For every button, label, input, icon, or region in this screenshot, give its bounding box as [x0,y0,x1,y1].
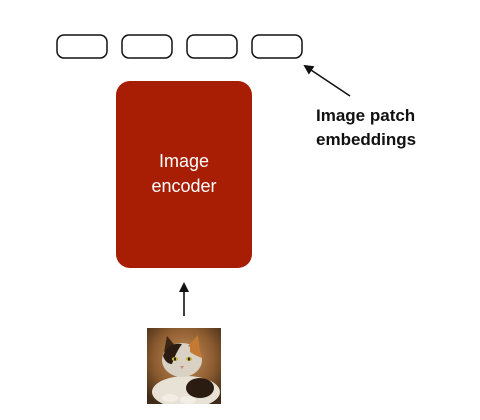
cat-photo [147,328,221,404]
patch-embedding [121,34,173,59]
annotation-line1: Image patch [316,106,415,125]
annotation-arrow [303,64,351,97]
image-encoder-block [116,81,252,268]
patch-embedding [251,34,303,59]
encoder-label-line2: encoder [151,176,216,196]
annotation-line2: embeddings [316,130,416,149]
patch-embedding [56,34,108,59]
encoder-label-line1: Image [159,151,209,171]
patch-embeddings [56,34,303,59]
patch-embedding [186,34,238,59]
